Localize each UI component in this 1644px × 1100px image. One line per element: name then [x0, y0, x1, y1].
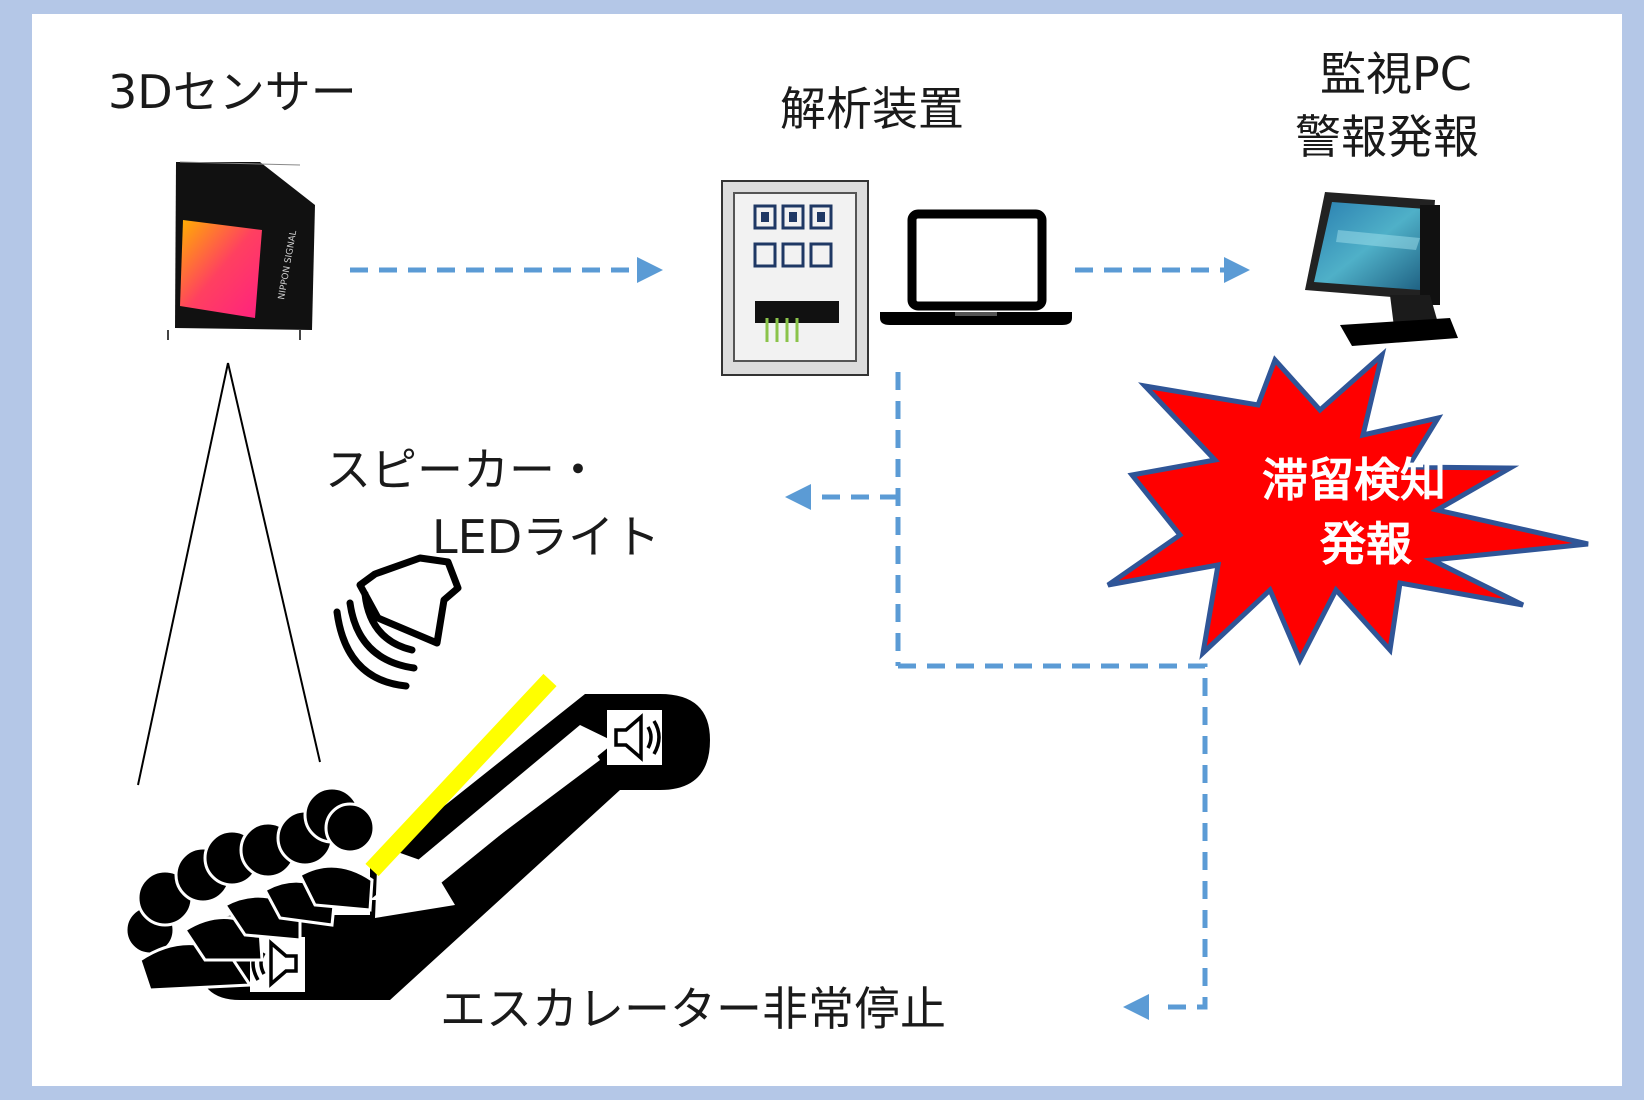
speaker-label-line2: LEDライト [432, 510, 660, 564]
arrow-analyzer-to-escalator [898, 663, 1208, 1020]
monitor-pc-icon [1305, 192, 1458, 346]
crowd-icon [124, 786, 376, 992]
sensor-label: 3Dセンサー [108, 65, 357, 119]
monitor-label-line1: 監視PC [1320, 47, 1472, 101]
sensor-beam-left [137, 362, 229, 786]
arrow-analyzer-to-speaker [785, 484, 898, 510]
alert-text-line1: 滞留検知 [1262, 453, 1446, 507]
control-box-icon [721, 180, 869, 376]
alert-text-line2: 発報 [1320, 517, 1412, 571]
escalator-top-speaker-icon [607, 710, 662, 765]
speaker-label-line1: スピーカー・ [325, 443, 601, 497]
monitor-label-line2: 警報発報 [1295, 110, 1479, 164]
arrow-analyzer-to-monitor [1075, 257, 1250, 283]
sensor-beam-right [227, 362, 321, 763]
analyzer-label: 解析装置 [780, 82, 964, 136]
alert-burst-icon: 滞留検知 発報 [1106, 347, 1589, 666]
laptop-icon [880, 209, 1072, 325]
arrow-sensor-to-analyzer [350, 257, 663, 283]
escalator-label: エスカレーター非常停止 [440, 982, 946, 1036]
speaker-icon [333, 554, 462, 690]
sensor-3d-icon: NIPPON SIGNAL [167, 161, 315, 340]
